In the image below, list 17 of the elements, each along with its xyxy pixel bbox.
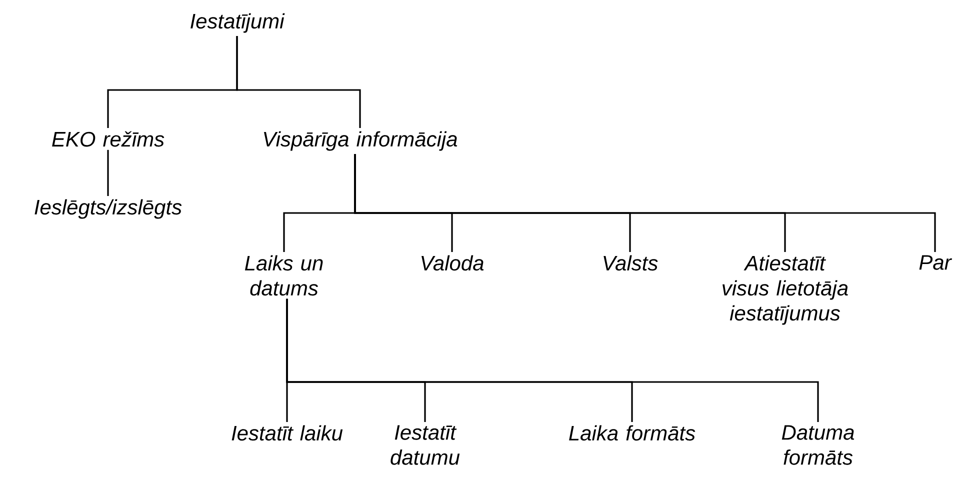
tree-label: Datuma formāts <box>782 425 854 465</box>
tree-label: Atiestatīt visus lietotāja iestatījumus <box>722 255 848 325</box>
tree-label: Iestatīt datumu <box>390 425 460 465</box>
tree-connector <box>236 36 361 128</box>
tree-label: Ieslēgts/izslēgts <box>34 199 182 219</box>
tree-label: Vispārīga informācija <box>264 131 458 151</box>
tree-label: Iestatīt laiku <box>232 425 343 441</box>
tree-label: Valsts <box>604 255 658 271</box>
tree-label: EKO režīms <box>52 131 164 147</box>
tree-label: Iestatījumi <box>190 13 285 33</box>
tree-label: Laiks un datums <box>244 255 323 296</box>
tree-label: Par <box>919 255 952 270</box>
tree-label: Laika formāts <box>569 425 696 441</box>
tree-connector <box>286 298 819 422</box>
tree-connector <box>354 154 936 252</box>
tree-label: Valoda <box>422 255 484 271</box>
tree-connector <box>107 150 109 196</box>
